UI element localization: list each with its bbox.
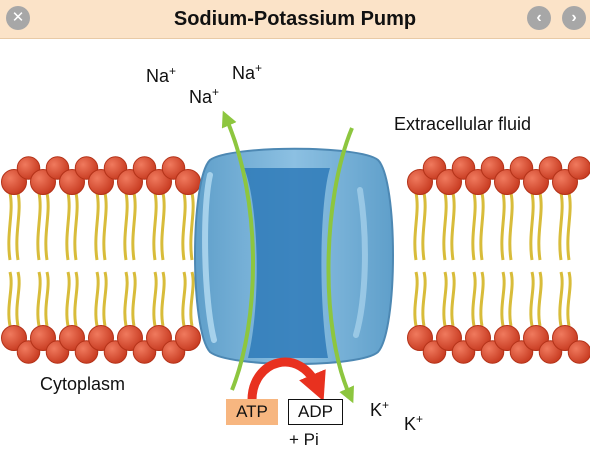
- lipid-tail: [189, 192, 195, 261]
- lipid-tail: [413, 192, 419, 261]
- window-title: Sodium-Potassium Pump: [173, 8, 417, 30]
- lipid-tail: [508, 271, 514, 327]
- lipid-tail: [65, 192, 71, 261]
- lipid-tail: [529, 271, 535, 327]
- lipid-tail: [450, 271, 456, 327]
- lipid-tails: [7, 192, 572, 327]
- lipid-tail: [537, 271, 543, 327]
- chevron-left-icon[interactable]: ‹: [527, 6, 551, 30]
- lipid-tail: [500, 271, 506, 327]
- lipid-heads: [1, 156, 590, 364]
- lipid-tail: [123, 192, 129, 261]
- lipid-tail: [508, 192, 514, 261]
- lipid-tail: [189, 271, 195, 327]
- lipid-tail: [44, 271, 50, 327]
- k-ion-label: K+: [370, 398, 389, 420]
- lipid-tail: [65, 271, 71, 327]
- pump-protein: [194, 147, 394, 365]
- lipid-tail: [160, 192, 166, 261]
- k-ion-label: K+: [404, 412, 423, 434]
- lipid-head: [567, 340, 590, 364]
- lipid-tail: [36, 271, 42, 327]
- na-ion-label: Na+: [232, 61, 262, 83]
- atp-label: ATP: [226, 399, 278, 425]
- extracellular-label: Extracellular fluid: [394, 114, 532, 134]
- lipid-tail: [131, 271, 137, 327]
- close-icon[interactable]: ✕: [6, 6, 30, 30]
- lipid-tail: [500, 192, 506, 261]
- na-ion-label: Na+: [146, 64, 176, 86]
- lipid-tail: [15, 192, 21, 261]
- lipid-tail: [181, 271, 187, 327]
- lipid-tail: [566, 192, 572, 261]
- lipid-tail: [152, 192, 158, 261]
- lipid-tail: [102, 271, 108, 327]
- adp-label: ADP: [288, 399, 343, 425]
- lipid-tail: [450, 192, 456, 261]
- lipid-tail: [529, 192, 535, 261]
- lipid-tail: [94, 271, 100, 327]
- lipid-tail: [421, 192, 427, 261]
- lipid-tail: [73, 271, 79, 327]
- lipid-head: [567, 156, 590, 180]
- atp-hydrolysis-arrow: [247, 357, 326, 402]
- lipid-tail: [160, 271, 166, 327]
- lipid-tail: [471, 271, 477, 327]
- lipid-tail: [537, 192, 543, 261]
- lipid-tail: [479, 192, 485, 261]
- lipid-tail: [7, 192, 13, 261]
- lipid-tail: [44, 192, 50, 261]
- lipid-tail: [558, 271, 564, 327]
- lipid-tail: [152, 271, 158, 327]
- lipid-tail: [123, 271, 129, 327]
- lipid-head: [175, 169, 201, 195]
- pump-diagram: Na+ Na+ Na+ K+ K+: [1, 61, 590, 434]
- na-exit-arrow: [221, 110, 256, 391]
- lipid-tail: [102, 192, 108, 261]
- lipid-tail: [413, 271, 419, 327]
- na-ion-label: Na+: [189, 85, 219, 107]
- lipid-tail: [181, 192, 187, 261]
- lipid-tail: [421, 271, 427, 327]
- lipid-tail: [94, 192, 100, 261]
- lipid-tail: [7, 271, 13, 327]
- lipid-tail: [566, 271, 572, 327]
- phosphate-label: + Pi: [289, 430, 319, 449]
- lipid-tail: [442, 192, 448, 261]
- lipid-tail: [471, 192, 477, 261]
- lipid-tail: [479, 271, 485, 327]
- cytoplasm-label: Cytoplasm: [40, 374, 126, 394]
- chevron-right-icon[interactable]: ›: [562, 6, 586, 30]
- title-bar: ✕ Sodium-Potassium Pump ‹ ›: [0, 0, 590, 39]
- lipid-tail: [36, 192, 42, 261]
- lipid-tail: [131, 192, 137, 261]
- lipid-head: [175, 325, 201, 351]
- k-entry-arrow: [326, 127, 354, 404]
- lipid-tail: [558, 192, 564, 261]
- lipid-tail: [73, 192, 79, 261]
- lipid-tail: [15, 271, 21, 327]
- lipid-tail: [442, 271, 448, 327]
